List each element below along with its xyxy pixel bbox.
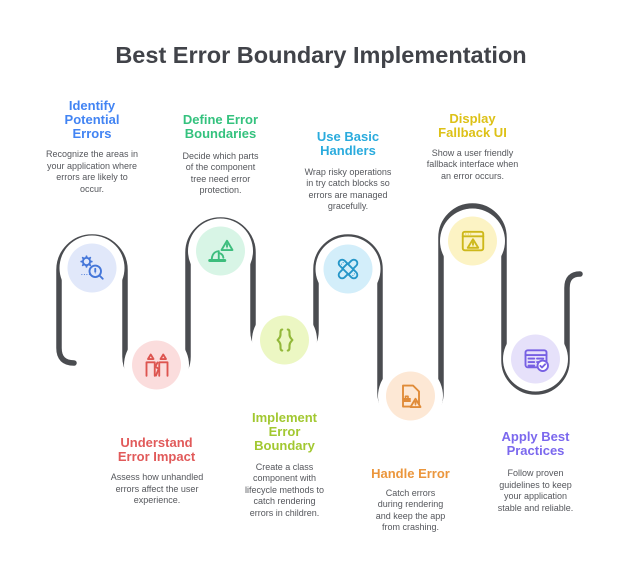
step-circle-implement-error-boundary xyxy=(260,315,309,365)
bug-search-icon xyxy=(77,253,107,283)
step-apply-best-practices: Apply Best Practices Follow proven guide… xyxy=(494,430,578,514)
broken-structure-icon xyxy=(142,350,172,380)
boundary-warning-icon xyxy=(206,236,236,266)
step-description: Wrap risky operations in try catch block… xyxy=(304,166,392,212)
step-description: Decide which parts of the component tree… xyxy=(182,150,259,196)
step-description: Catch errors during rendering and keep t… xyxy=(375,487,446,533)
step-understand-error-impact: Understand Error Impact Assess how unhan… xyxy=(109,436,205,507)
step-description: Show a user friendly fallback interface … xyxy=(426,147,519,181)
bandage-icon xyxy=(333,254,363,284)
step-use-basic-handlers: Use Basic Handlers Wrap risky operations… xyxy=(298,128,398,213)
step-description: Assess how unhandled errors affect the u… xyxy=(110,472,204,505)
curly-braces-icon xyxy=(270,325,300,355)
step-circle-define-error-boundaries xyxy=(196,226,245,276)
step-title: Use Basic Handlers xyxy=(316,128,380,158)
step-display-fallback-ui: Display Fallback UI Show a user friendly… xyxy=(423,110,523,183)
step-description: Follow proven guidelines to keep your ap… xyxy=(497,468,574,513)
step-circle-identify-potential-errors xyxy=(67,243,117,293)
step-title: Implement Error Boundary xyxy=(251,409,317,453)
step-circle-handle-error xyxy=(386,371,435,421)
step-circle-apply-best-practices xyxy=(511,334,560,384)
step-description: Recognize the areas in your application … xyxy=(45,149,139,194)
step-identify-potential-errors: Identify Potential Errors Recognize the … xyxy=(42,99,142,195)
step-define-error-boundaries: Define Error Boundaries Decide which par… xyxy=(178,111,263,197)
step-title: Display Fallback UI xyxy=(438,110,507,140)
step-handle-error: Handle Error Catch errors during renderi… xyxy=(369,465,453,534)
step-title: Apply Best Practices xyxy=(501,429,570,458)
table-check-icon xyxy=(521,344,551,374)
step-title: Understand Error Impact xyxy=(117,435,196,464)
page-title: Best Error Boundary Implementation xyxy=(115,42,527,68)
file-error-icon xyxy=(396,381,426,411)
step-title: Handle Error xyxy=(371,465,450,481)
step-implement-error-boundary: Implement Error Boundary Create a class … xyxy=(244,409,325,520)
step-title: Identify Potential Errors xyxy=(64,98,120,141)
step-description: Create a class component with lifecycle … xyxy=(244,461,325,518)
browser-alert-icon xyxy=(458,226,488,256)
step-title: Define Error Boundaries xyxy=(182,111,259,141)
